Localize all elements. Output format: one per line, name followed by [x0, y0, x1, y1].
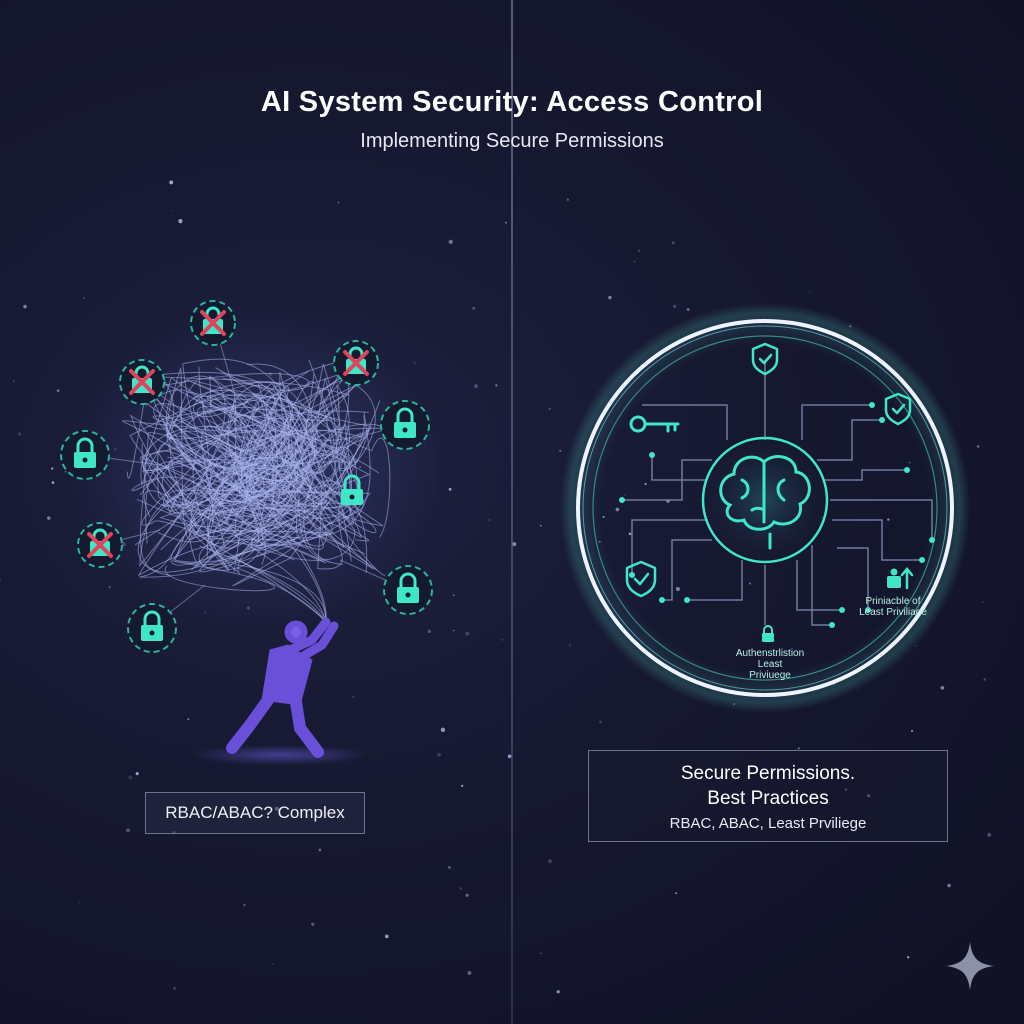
denied-lock-icon [119, 359, 165, 405]
circuit-traces [622, 360, 933, 626]
best-practices-heading: Secure Permissions. [680, 763, 856, 784]
lock-icon [762, 625, 774, 642]
core-ring [701, 436, 829, 564]
outer-ring [576, 319, 954, 697]
key-icon [629, 415, 680, 433]
lock-icon [60, 430, 110, 480]
shield-check-icon [751, 342, 779, 376]
sparkle-icon [946, 942, 994, 990]
denied-lock-icon [333, 340, 379, 386]
principle-label: Priniacble of Least Priviliage [859, 596, 927, 618]
denied-lock-icon [190, 300, 236, 346]
page-subtitle: Implementing Secure Permissions [360, 130, 664, 152]
right-panel-diagram [560, 303, 970, 713]
panel-divider [511, 0, 513, 1024]
best-practices-box: Secure Permissions. Best Practices RBAC,… [588, 750, 948, 842]
lock-icon [383, 565, 433, 615]
best-practices-list: RBAC, ABAC, Least Prviliege [669, 815, 867, 832]
user-access-icon [887, 567, 914, 590]
shield-check-icon [884, 392, 912, 426]
lock-icon [380, 400, 430, 450]
shield-check-icon [625, 560, 657, 598]
tangled-permissions [122, 358, 391, 623]
struggling-person-figure [226, 617, 339, 758]
lock-icon [341, 474, 363, 505]
complexity-caption: RBAC/ABAC? Complex [145, 792, 365, 834]
circuit-nodes [619, 402, 935, 628]
left-panel-illustration [60, 300, 445, 765]
ai-brain-icon [719, 455, 811, 550]
authentication-label: Authenstrlistion Least Priviuege [735, 648, 805, 681]
lock-icon [127, 603, 177, 653]
page-title: AI System Security: Access Control [260, 86, 764, 118]
denied-lock-icon [77, 522, 123, 568]
best-practices-subheading: Best Practices [707, 788, 829, 809]
